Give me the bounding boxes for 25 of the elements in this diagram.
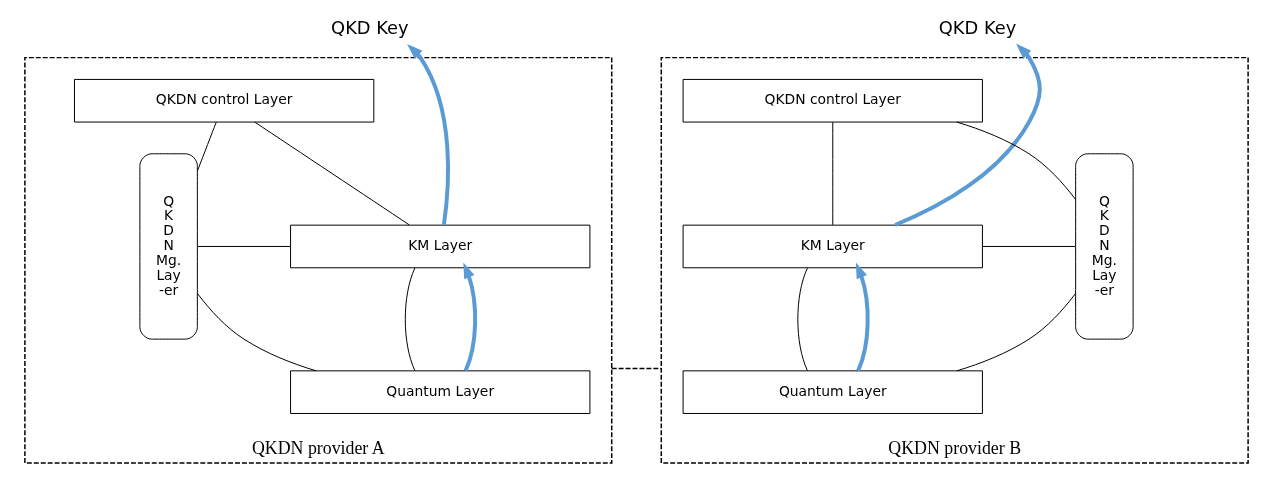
- arrow: [462, 262, 477, 372]
- connector: [955, 293, 1076, 372]
- node-text: QKD Key: [330, 17, 409, 39]
- node-box: Quantum Layer: [289, 370, 590, 414]
- connector: [955, 121, 1076, 200]
- node-text: QKD Key: [938, 17, 1016, 39]
- node-box: Q K D N Mg. Lay -er: [1074, 153, 1134, 340]
- node-box: Q K D N Mg. Lay -er: [138, 153, 198, 340]
- node-box: QKDN control Layer: [682, 78, 983, 123]
- connector: [196, 245, 291, 247]
- connector: [610, 367, 662, 370]
- node-box: Quantum Layer: [682, 370, 983, 414]
- connector: [981, 245, 1076, 247]
- connector: [196, 121, 217, 172]
- connector: [831, 121, 833, 226]
- connector: [196, 293, 317, 372]
- node-box: KM Layer: [289, 224, 590, 269]
- arrow: [855, 262, 870, 372]
- connector: [253, 121, 410, 226]
- arrow: [893, 43, 1042, 227]
- node-box: QKDN control Layer: [73, 78, 374, 123]
- connector: [404, 267, 415, 372]
- arrow: [406, 43, 450, 226]
- node-box: KM Layer: [682, 224, 983, 269]
- connector: [796, 267, 808, 372]
